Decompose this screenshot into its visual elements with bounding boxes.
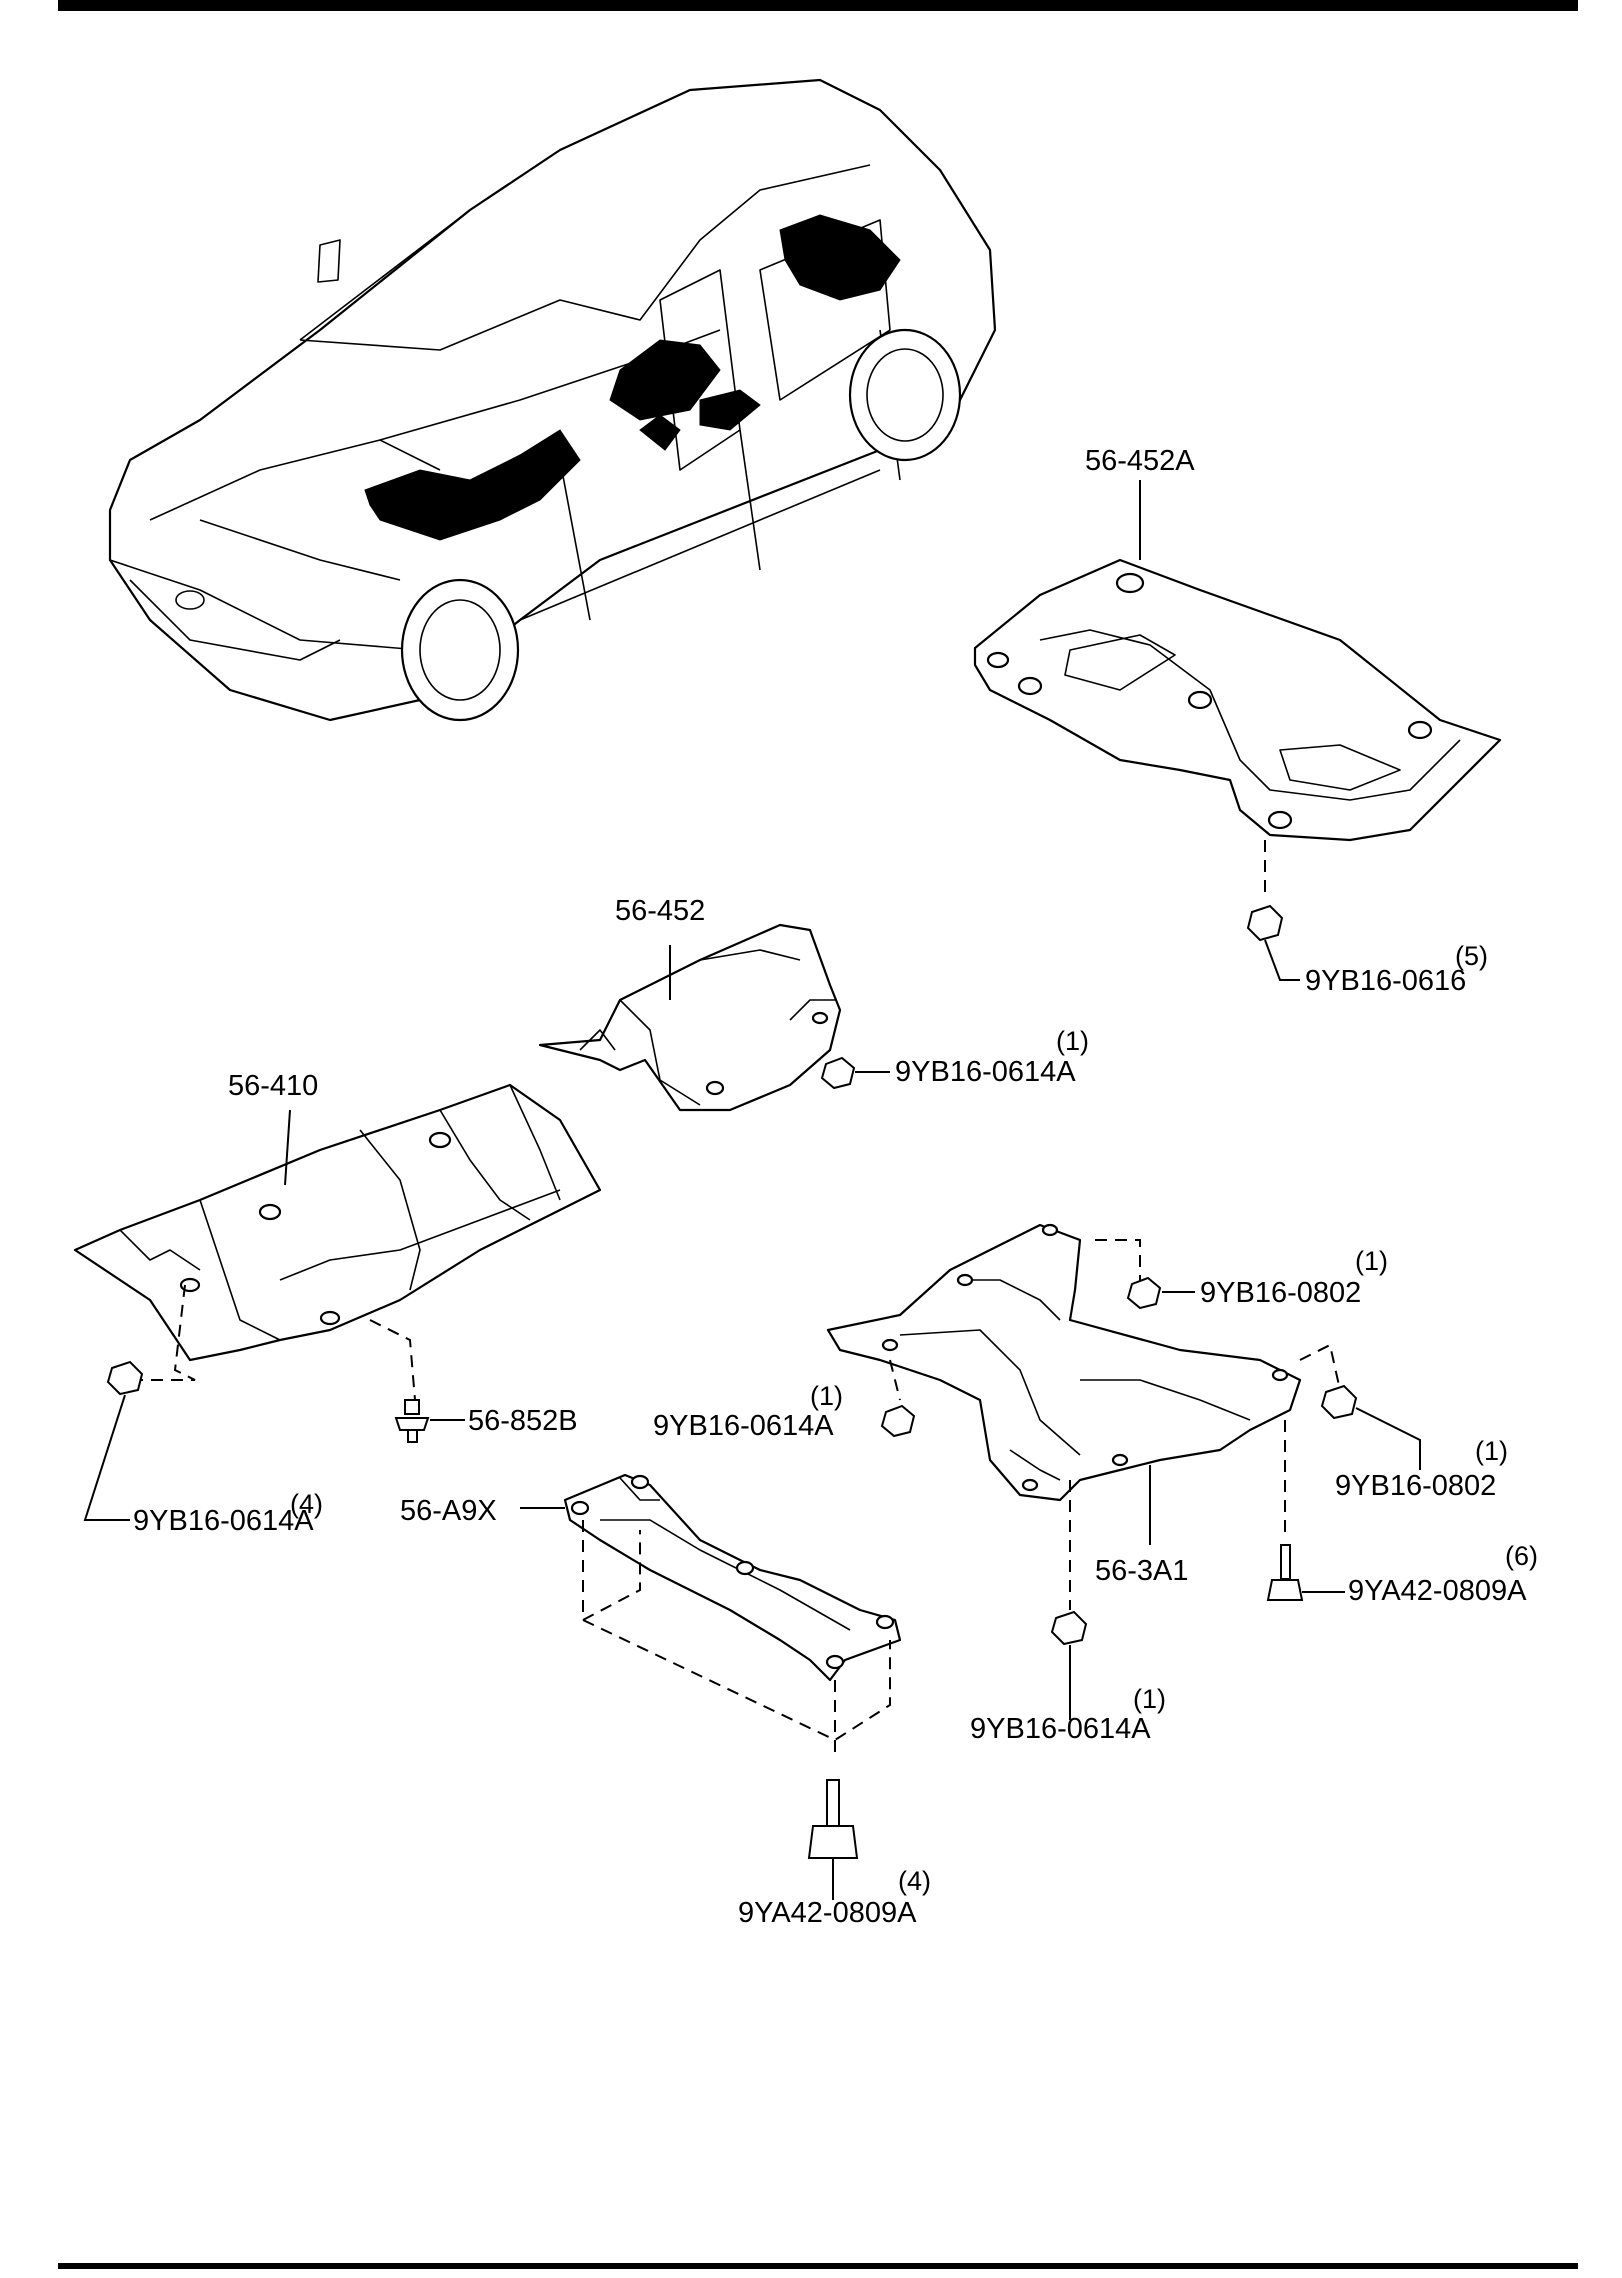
label-56-452a: 56-452A xyxy=(1085,445,1195,477)
nut-icon xyxy=(880,1404,916,1438)
cross-member-56-3a1 xyxy=(826,1223,1302,1502)
label-56-452: 56-452 xyxy=(615,895,705,927)
nut-icon xyxy=(1050,1610,1088,1646)
label-9yb16-0614a-left: 9YB16-0614A xyxy=(133,1505,314,1537)
label-9yb16-0802-top: 9YB16-0802 xyxy=(1200,1277,1361,1309)
qty-9yb16-0802-right: (1) xyxy=(1475,1436,1508,1466)
label-9yb16-0616: 9YB16-0616 xyxy=(1305,965,1466,997)
qty-9yb16-0614a-left: (4) xyxy=(290,1489,323,1519)
nut-icon xyxy=(820,1056,856,1090)
vehicle-illustration xyxy=(108,78,997,722)
qty-9ya42-0809a-right: (6) xyxy=(1505,1541,1538,1571)
nut-icon xyxy=(1246,904,1284,942)
heat-insulator-56-452 xyxy=(538,923,842,1112)
qty-9yb16-0614a-mid: (1) xyxy=(810,1381,843,1411)
label-56-a9x: 56-A9X xyxy=(400,1495,497,1527)
bracket-56-a9x xyxy=(563,1473,902,1682)
qty-9yb16-0616: (5) xyxy=(1455,941,1488,971)
label-56-410: 56-410 xyxy=(228,1070,318,1102)
qty-9ya42-0809a-bottom: (4) xyxy=(898,1866,931,1896)
bolt-icon xyxy=(1266,1544,1304,1601)
bolt-icon xyxy=(807,1779,859,1859)
qty-9yb16-0802-top: (1) xyxy=(1355,1246,1388,1276)
qty-9yb16-0614a-bottom: (1) xyxy=(1133,1684,1166,1714)
heat-insulator-56-452a xyxy=(973,558,1502,842)
label-9yb16-0802-right: 9YB16-0802 xyxy=(1335,1470,1496,1502)
label-56-3a1: 56-3A1 xyxy=(1095,1555,1189,1587)
label-9yb16-0614a-upper: 9YB16-0614A xyxy=(895,1056,1076,1088)
label-9ya42-0809a-bottom: 9YA42-0809A xyxy=(738,1897,917,1929)
label-9yb16-0614a-bottom: 9YB16-0614A xyxy=(970,1713,1151,1745)
heat-insulator-56-410 xyxy=(73,1083,602,1362)
top-border xyxy=(58,0,1578,11)
nut-icon xyxy=(1126,1276,1162,1310)
nut-icon xyxy=(1320,1384,1358,1420)
label-56-852b: 56-852B xyxy=(468,1405,578,1437)
label-9ya42-0809a-right: 9YA42-0809A xyxy=(1348,1575,1527,1607)
bottom-border xyxy=(58,2263,1578,2269)
clip-icon xyxy=(394,1399,430,1443)
nut-icon xyxy=(106,1360,144,1396)
qty-9yb16-0614a-upper: (1) xyxy=(1056,1026,1089,1056)
label-9yb16-0614a-mid: 9YB16-0614A xyxy=(653,1410,834,1442)
